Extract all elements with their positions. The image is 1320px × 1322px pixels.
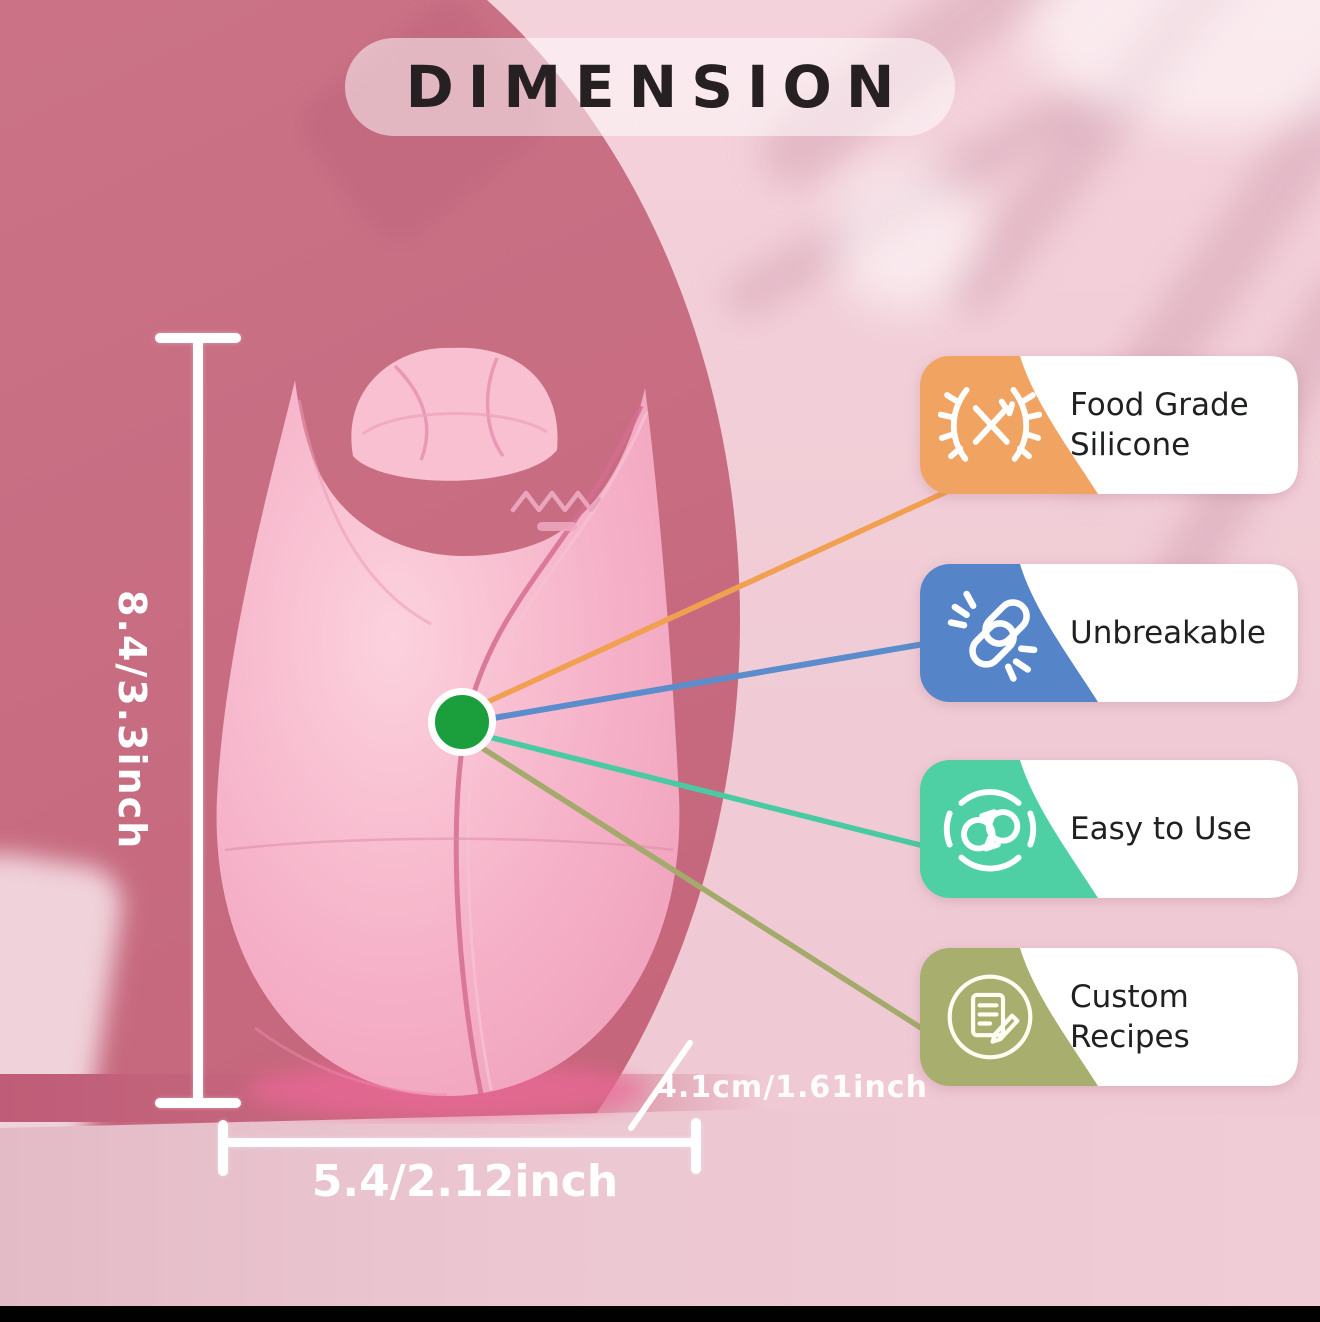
footer-bar: [0, 1306, 1320, 1322]
feature-label: Custom Recipes: [1070, 978, 1190, 1055]
connector-food-grade: [467, 489, 949, 713]
height-measure-line: [193, 336, 203, 1106]
width-measure-line: [222, 1138, 700, 1147]
title-pill: DIMENSION: [345, 38, 955, 136]
page-title: DIMENSION: [405, 53, 909, 121]
height-label: 8.4/3.3inch: [110, 589, 154, 851]
feature-label: Unbreakable: [1070, 614, 1266, 651]
connector-custom-recipes: [465, 736, 943, 1043]
feature-card-custom-recipes: Custom Recipes: [920, 948, 1298, 1086]
width-label: 5.4/2.12inch: [311, 1156, 619, 1207]
width-measure-cap-left: [218, 1120, 228, 1176]
broken-chain-icon: [947, 590, 1038, 682]
feature-label: Easy to Use: [1070, 810, 1252, 847]
card-shape: [920, 564, 1298, 702]
feature-card-easy-to-use: Easy to Use: [920, 760, 1298, 898]
laurel-cutlery-icon: [938, 386, 1042, 462]
feature-card-unbreakable: Unbreakable: [920, 564, 1298, 702]
recipe-note-icon: [947, 974, 1033, 1060]
feature-label: Food Grade Silicone: [1070, 386, 1249, 463]
connector-unbreakable: [473, 641, 927, 724]
cycle-arrows-icon: [943, 789, 1037, 872]
height-measure-cap-bottom: [155, 1098, 241, 1108]
depth-label: 4.1cm/1.61inch: [656, 1070, 928, 1105]
width-measure-cap-right: [691, 1118, 701, 1174]
zigzag-emboss-logo: [510, 490, 602, 531]
feature-card-food-grade: Food Grade Silicone: [920, 356, 1298, 494]
connector-easy-to-use: [470, 730, 927, 849]
origin-dot: [428, 688, 496, 756]
depth-measure-line: [628, 1040, 693, 1131]
